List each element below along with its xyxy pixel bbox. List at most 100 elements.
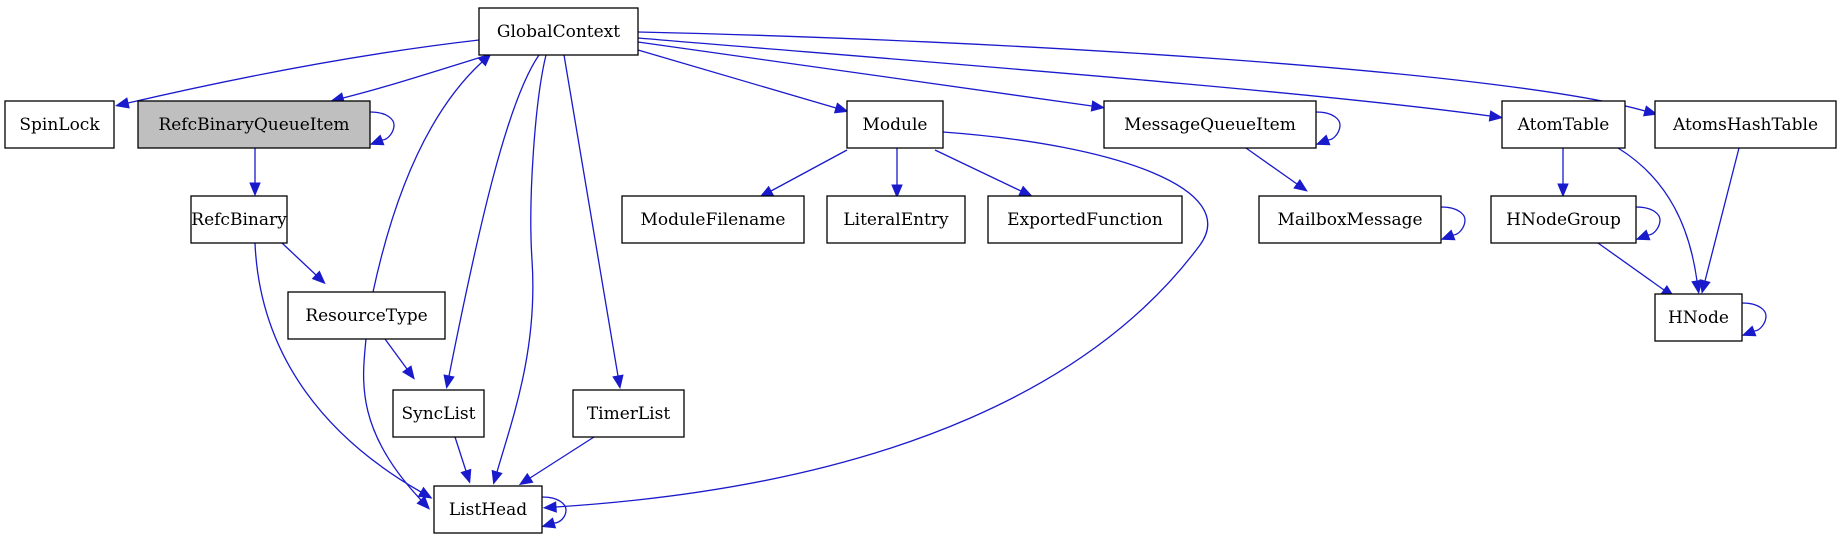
edge-timerlist-to-listhead: [518, 436, 595, 486]
node-atomshashtable[interactable]: AtomsHashTable: [1654, 100, 1837, 149]
edge-module-to-listhead: [542, 131, 1209, 513]
edge-synclist-to-listhead: [454, 436, 472, 484]
edges-layer: [115, 31, 1767, 529]
node-box: [1490, 195, 1637, 244]
node-label: ExportedFunction: [1007, 210, 1163, 230]
edge-module-to-literalentry: [891, 148, 903, 199]
node-label: ResourceType: [305, 306, 427, 326]
edge-line: [454, 436, 467, 472]
edge-arrowhead: [1090, 100, 1106, 112]
edge-messagequeueitem-to-mailboxmessage: [1245, 147, 1308, 192]
edge-line: [529, 436, 595, 479]
node-label: ModuleFilename: [641, 210, 786, 230]
edge-arrowhead: [1488, 110, 1504, 122]
edge-globalcontext-to-atomtable: [637, 37, 1504, 122]
edge-arrowhead: [542, 501, 557, 513]
edge-arrowhead: [1691, 279, 1703, 295]
edge-refcbinaryqueueitem-to-refcbinary: [249, 148, 261, 197]
node-refcbinaryqueueitem[interactable]: RefcBinaryQueueItem: [137, 100, 371, 149]
edge-arrowhead: [1315, 134, 1331, 146]
node-atomtable[interactable]: AtomTable: [1501, 100, 1626, 149]
edge-arrowhead: [759, 185, 775, 198]
edge-arrowhead: [1557, 183, 1569, 198]
edge-globalcontext-to-refcbinaryqueueitem: [330, 54, 489, 104]
node-mailboxmessage[interactable]: MailboxMessage: [1258, 195, 1442, 244]
edge-arrowhead: [115, 97, 130, 109]
edge-line: [637, 31, 1646, 112]
edge-globalcontext-to-listhead: [491, 54, 547, 485]
edge-arrowhead: [1018, 185, 1034, 197]
edge-line: [384, 338, 408, 370]
edge-globalcontext-to-messagequeueitem: [637, 41, 1106, 112]
node-box: [392, 389, 485, 438]
edge-arrowhead: [249, 182, 261, 197]
node-literalentry[interactable]: LiteralEntry: [826, 195, 966, 244]
node-globalcontext[interactable]: GlobalContext: [478, 7, 639, 56]
edge-arrowhead: [1293, 179, 1308, 192]
edge-arrowhead: [369, 134, 385, 146]
node-listhead[interactable]: ListHead: [433, 485, 543, 534]
node-box: [1258, 195, 1442, 244]
node-resourcetype[interactable]: ResourceType: [287, 291, 446, 340]
edge-atomtable-to-hnode: [1617, 147, 1703, 295]
node-label: ListHead: [449, 500, 527, 520]
edge-line: [369, 111, 395, 141]
node-module[interactable]: Module: [846, 100, 944, 149]
edge-line: [637, 37, 1491, 117]
node-label: SpinLock: [19, 115, 100, 135]
node-timerlist[interactable]: TimerList: [572, 389, 685, 438]
edge-arrowhead: [460, 468, 472, 484]
edge-line: [496, 54, 547, 473]
edge-arrowhead: [477, 52, 492, 67]
edge-line: [637, 41, 1093, 107]
edge-arrowhead: [1440, 229, 1456, 241]
node-label: AtomTable: [1517, 115, 1610, 135]
node-box: [137, 100, 371, 149]
edge-hnode-to-hnode: [1741, 302, 1767, 337]
edge-arrowhead: [1699, 279, 1711, 294]
node-hnode[interactable]: HNode: [1654, 293, 1743, 342]
node-messagequeueitem[interactable]: MessageQueueItem: [1103, 100, 1317, 149]
edge-messagequeueitem-to-messagequeueitem: [1315, 111, 1341, 146]
edge-resourcetype-to-globalcontext: [372, 52, 492, 293]
edge-line: [1741, 302, 1767, 332]
edge-arrowhead: [891, 184, 903, 199]
node-hnodegroup[interactable]: HNodeGroup: [1490, 195, 1637, 244]
node-box: [572, 389, 685, 438]
edge-line: [555, 131, 1209, 508]
node-label: RefcBinary: [191, 210, 287, 230]
edge-atomtable-to-hnodegroup: [1557, 148, 1569, 198]
node-label: MessageQueueItem: [1124, 115, 1296, 135]
edge-line: [541, 496, 567, 524]
edge-line: [1617, 147, 1698, 282]
edge-line: [1440, 206, 1466, 236]
node-box: [433, 485, 543, 534]
node-box: [190, 195, 288, 244]
node-modulefilename[interactable]: ModuleFilename: [621, 195, 805, 244]
node-exportedfunction[interactable]: ExportedFunction: [987, 195, 1183, 244]
node-label: TimerList: [587, 404, 671, 424]
edge-arrowhead: [1741, 325, 1757, 337]
edge-globalcontext-to-atomshashtable: [637, 31, 1658, 117]
edge-line: [372, 61, 483, 293]
node-spinlock[interactable]: SpinLock: [4, 100, 115, 149]
edge-line: [362, 338, 422, 501]
node-label: MailboxMessage: [1277, 210, 1422, 230]
edge-line: [770, 149, 848, 192]
node-box: [826, 195, 966, 244]
node-label: RefcBinaryQueueItem: [158, 115, 349, 135]
node-box: [987, 195, 1183, 244]
edge-line: [254, 242, 422, 493]
node-box: [1654, 293, 1743, 342]
edge-arrowhead: [541, 517, 557, 529]
node-box: [478, 7, 639, 56]
node-refcbinary[interactable]: RefcBinary: [190, 195, 288, 244]
node-box: [1103, 100, 1317, 149]
node-box: [846, 100, 944, 149]
edge-line: [342, 54, 489, 99]
edge-resourcetype-to-listhead: [362, 338, 431, 510]
node-synclist[interactable]: SyncList: [392, 389, 485, 438]
node-box: [287, 291, 446, 340]
edge-arrowhead: [518, 472, 534, 486]
